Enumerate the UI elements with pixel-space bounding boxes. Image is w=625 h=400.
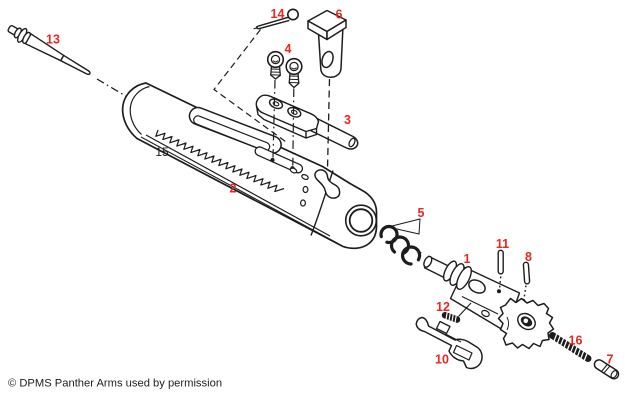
key-screw-right-socket-detail	[291, 67, 297, 70]
ejector-roll-pin-centerline	[523, 285, 527, 299]
cam-pin-head-right-face	[326, 19, 347, 41]
part-label-12: 12	[436, 300, 450, 314]
carrier-vent-hole-2	[300, 199, 307, 207]
gas-key-tube	[308, 116, 359, 150]
gas-key-drawing	[255, 94, 359, 150]
key-screw-left	[266, 50, 285, 80]
retaining-pin-loop	[286, 8, 299, 21]
cam-pin-leader-dashed	[326, 78, 331, 171]
gas-ring-2	[389, 235, 411, 256]
extractor-drawing	[415, 316, 483, 370]
bolt-drawing	[423, 255, 555, 350]
bolt-carrier-drawing	[121, 82, 378, 250]
key-screw-left-socket-detail	[272, 60, 279, 63]
copyright-credit: © DPMS Panther Arms used by permission	[8, 378, 222, 390]
part-label-8: 8	[525, 250, 532, 264]
bolt-collar-ring-3	[456, 266, 472, 290]
key-screw-right-centerline	[292, 88, 295, 166]
gas-key-plate	[255, 94, 320, 133]
key-screw-right-threads	[289, 75, 299, 84]
part-label-11: 11	[496, 237, 509, 251]
key-screw-right	[285, 57, 303, 89]
carrier-body-outline	[121, 82, 378, 250]
carrier-key-channel	[254, 146, 304, 174]
key-screw-left-threads	[270, 68, 281, 76]
carrier-vent-slot-2	[301, 174, 309, 180]
carrier-rear-cap-line	[129, 85, 150, 135]
part-label-3: 3	[344, 113, 351, 127]
bolt-ejector-recess	[481, 309, 490, 318]
carrier-vent-hole-1	[302, 185, 309, 194]
cam-pin-hole	[321, 50, 334, 69]
carrier-vent-slot-1	[289, 167, 298, 174]
part-label-1: 1	[464, 252, 471, 266]
part-label-7: 7	[607, 353, 614, 367]
retaining-pin-leader-dashed	[213, 29, 288, 144]
part-label-15: 15	[155, 145, 169, 159]
carrier-section-line	[310, 170, 334, 236]
carrier-front-bore	[348, 208, 374, 233]
rings-to-bolt-centerline	[416, 249, 425, 256]
key-screw-right-shank	[288, 72, 300, 89]
retaining-pin-legs	[257, 16, 290, 30]
bolt-cam-pin-hole	[468, 279, 486, 294]
carrier-charging-slot-inner	[193, 115, 271, 152]
part-labels: 1 2 3 4 5 6 7 8 10 11 12 13 14 15 16	[46, 7, 613, 367]
part-label-2: 2	[230, 182, 237, 196]
ejector-spring-drawing	[549, 332, 592, 362]
ejector-roll-pin-drawing	[522, 261, 531, 285]
part-label-5: 5	[418, 206, 425, 220]
cam-pin-drawing	[307, 9, 347, 78]
firing-pin-tip	[59, 54, 91, 75]
gas-key-tube-opening	[348, 137, 356, 148]
extractor-pin-centerline	[498, 276, 502, 289]
part-label-16: 16	[569, 334, 583, 348]
firing-pin-centerline	[96, 78, 127, 98]
ejector-end-face	[610, 370, 618, 379]
extractor-spring-leader	[458, 302, 472, 317]
carrier-bottom-line	[140, 136, 339, 244]
extractor-spring-drawing	[441, 302, 472, 324]
carrier-cam-pin-slot	[314, 169, 341, 199]
key-screw-left-centerline	[272, 79, 276, 158]
carrier-screw-hole-rear	[270, 157, 275, 163]
firing-pin-drawing	[7, 24, 91, 75]
carrier-front-rim	[344, 204, 378, 237]
part-label-10: 10	[435, 353, 449, 367]
bolt-surface-line	[461, 296, 499, 315]
gas-rings-drawing	[379, 224, 422, 266]
gas-key-thickness-edges	[255, 105, 318, 139]
ejector-drawing	[593, 359, 620, 380]
gas-ring-3	[401, 245, 422, 266]
part-label-14: 14	[271, 7, 285, 21]
key-screws-drawing	[266, 50, 303, 89]
part-label-4: 4	[285, 42, 292, 56]
gas-rings-leader	[387, 218, 421, 235]
extractor-top-nub	[435, 320, 451, 335]
ejector-roll-pin-body	[522, 261, 531, 285]
bolt-head-inner-arc	[506, 316, 509, 331]
part-label-13: 13	[46, 33, 60, 47]
extractor-pin-body	[497, 249, 504, 275]
extractor-body	[415, 316, 483, 370]
bolt-firing-pin-hole	[523, 318, 529, 324]
ejector-spring-coil-gaps	[553, 333, 588, 362]
retaining-pin-drawing	[253, 8, 299, 30]
key-screw-centerlines	[272, 79, 295, 166]
extractor-edge-line	[445, 333, 462, 343]
bolt-tail-face	[423, 255, 433, 268]
extractor-spring-coil-gaps	[445, 312, 457, 324]
part-label-6: 6	[336, 8, 343, 22]
ejector-band-lines	[601, 364, 611, 374]
carrier-serration-teeth	[155, 129, 285, 193]
extractor-pocket	[452, 344, 473, 361]
carrier-side-line	[145, 134, 331, 237]
retaining-pin-prong	[253, 26, 258, 30]
extractor-pin-drawing	[497, 249, 504, 275]
bolt-extractor-pin-hole	[497, 289, 501, 294]
